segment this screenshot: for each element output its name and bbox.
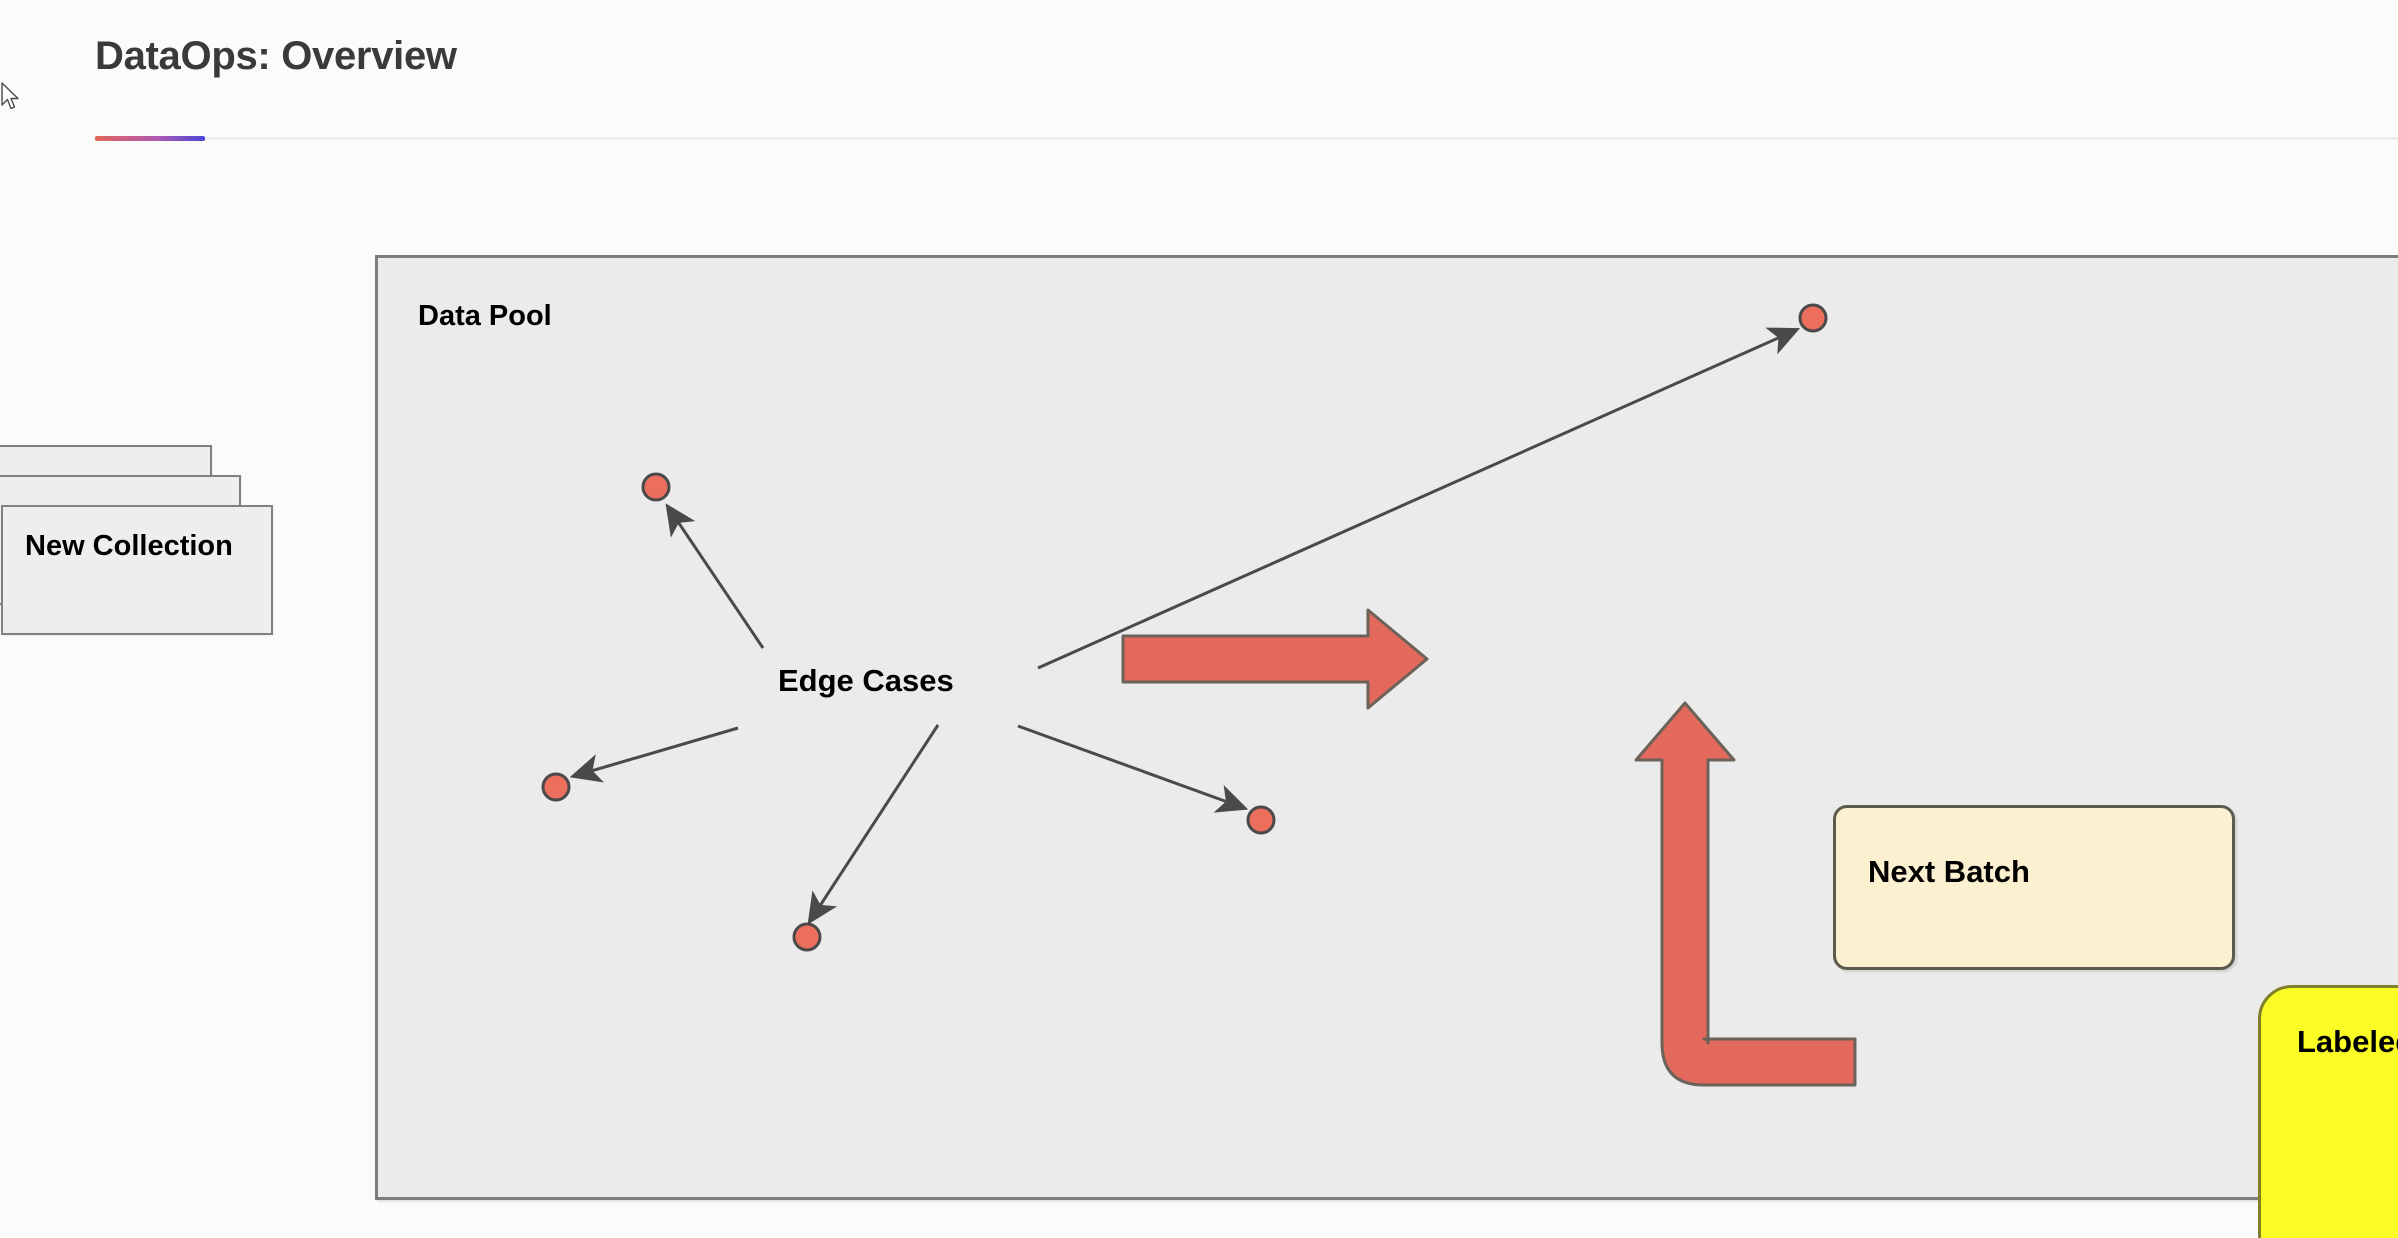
edge-cases-label: Edge Cases (778, 663, 954, 698)
mouse-pointer-icon (1, 82, 19, 110)
data-point-top-right (1798, 303, 1828, 333)
edge-arrow-left (569, 726, 739, 783)
labeled-data-label: Labeled Data (2297, 1024, 2398, 1059)
title-accent-bar (95, 136, 205, 141)
data-pool-label: Data Pool (418, 300, 552, 332)
data-pool-container[interactable]: Data Pool (375, 255, 2398, 1238)
data-point-upper-left (641, 472, 671, 502)
edge-arrow-top-right (1037, 327, 1801, 670)
new-collection-stack[interactable]: New Collection (0, 445, 340, 665)
collection-card-front[interactable]: New Collection (1, 505, 273, 635)
next-batch-label: Next Batch (1868, 854, 2030, 889)
edge-arrow-right (1017, 724, 1249, 813)
data-point-right (1246, 805, 1276, 835)
data-point-left (541, 772, 571, 802)
new-collection-label: New Collection (25, 530, 233, 562)
data-point-bottom (792, 922, 822, 952)
edge-arrow-bottom (807, 724, 940, 925)
labeled-data-node[interactable]: Labeled Data Mislabeled Data (2258, 985, 2398, 1238)
page-title: DataOps: Overview (95, 34, 457, 78)
title-rule (95, 137, 2398, 140)
edge-case-scatter (541, 303, 1828, 952)
edge-arrow-upper-left (665, 503, 765, 649)
next-batch-node[interactable]: Next Batch (1833, 805, 2235, 970)
